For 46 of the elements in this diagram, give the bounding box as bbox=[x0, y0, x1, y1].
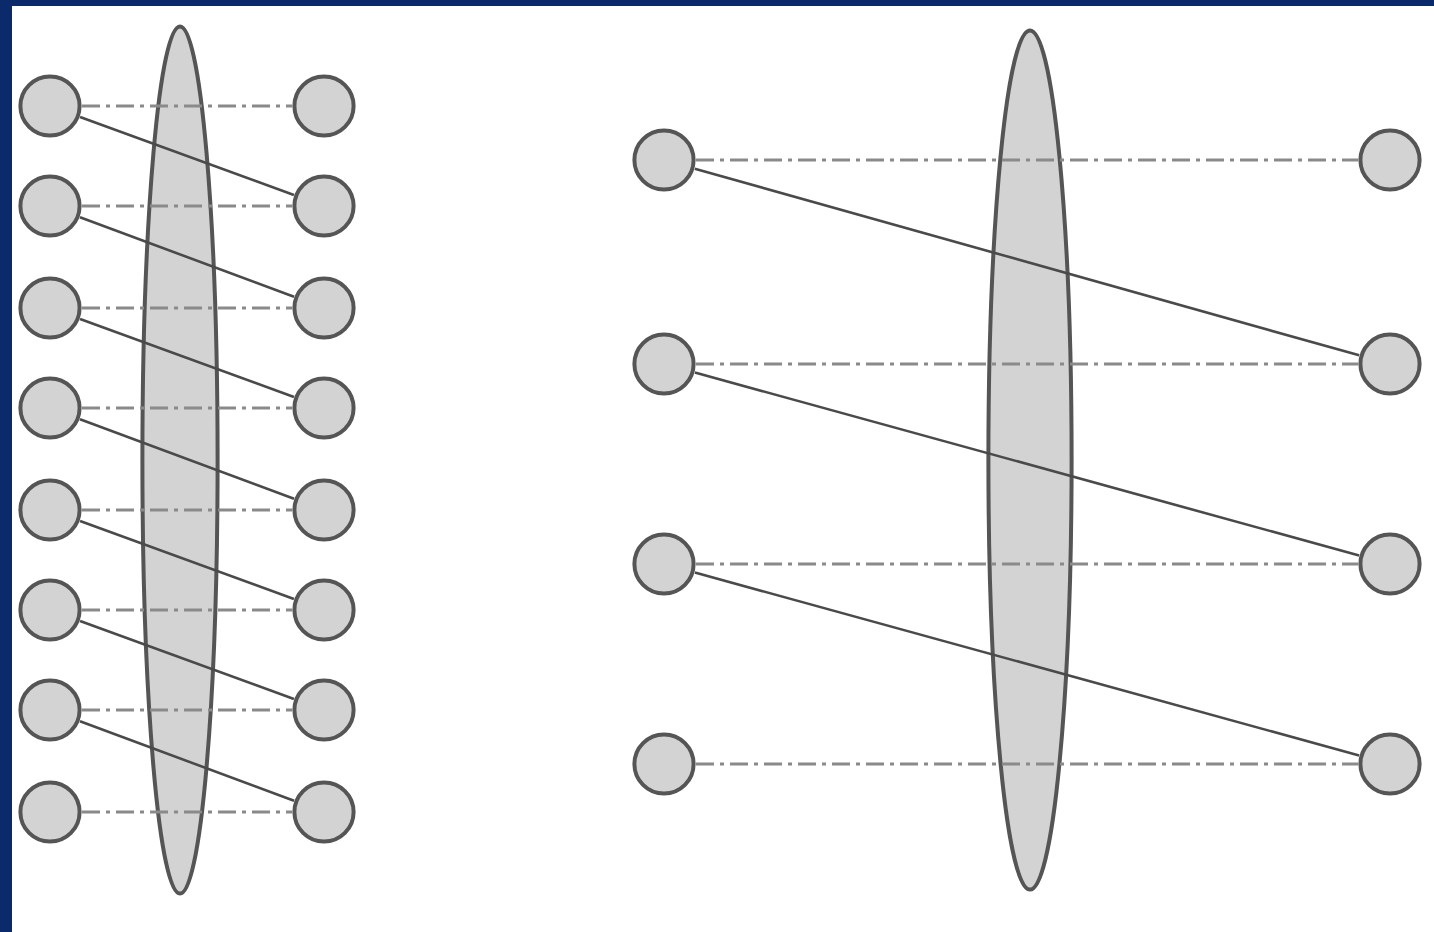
dash-dot-line bbox=[82, 204, 292, 208]
circle-node bbox=[292, 376, 356, 440]
connector-line bbox=[694, 167, 1360, 357]
circle-node bbox=[18, 478, 82, 542]
circle-node bbox=[1358, 732, 1422, 796]
dash-dot-line bbox=[696, 362, 1358, 366]
connector-line bbox=[694, 571, 1360, 757]
circle-node bbox=[18, 780, 82, 844]
connector-line bbox=[79, 719, 295, 803]
dash-dot-line bbox=[696, 762, 1358, 766]
dash-dot-line bbox=[696, 562, 1358, 566]
circle-node bbox=[292, 276, 356, 340]
dash-dot-line bbox=[82, 306, 292, 310]
connector-line bbox=[79, 317, 295, 399]
connector-line bbox=[79, 115, 295, 197]
dash-dot-line bbox=[82, 608, 292, 612]
circle-node bbox=[18, 174, 82, 238]
dash-dot-line bbox=[82, 104, 292, 108]
connector-line bbox=[694, 371, 1360, 557]
circle-node bbox=[18, 276, 82, 340]
circle-node bbox=[292, 678, 356, 742]
dash-dot-line bbox=[82, 810, 292, 814]
circle-node bbox=[1358, 532, 1422, 596]
dash-dot-line bbox=[82, 708, 292, 712]
circle-node bbox=[632, 732, 696, 796]
circle-node bbox=[292, 780, 356, 844]
circle-node bbox=[18, 578, 82, 642]
circle-node bbox=[1358, 128, 1422, 192]
dash-dot-line bbox=[696, 158, 1358, 162]
connector-line bbox=[79, 215, 295, 299]
circle-node bbox=[18, 376, 82, 440]
circle-node bbox=[292, 74, 356, 138]
dash-dot-line bbox=[82, 406, 292, 410]
circle-node bbox=[292, 478, 356, 542]
circle-node bbox=[292, 578, 356, 642]
dash-dot-line bbox=[82, 508, 292, 512]
circle-node bbox=[632, 332, 696, 396]
circle-node bbox=[18, 678, 82, 742]
connector-line bbox=[79, 619, 295, 701]
circle-node bbox=[632, 532, 696, 596]
circle-node bbox=[18, 74, 82, 138]
circle-node bbox=[632, 128, 696, 192]
circle-node bbox=[292, 174, 356, 238]
circle-node bbox=[1358, 332, 1422, 396]
connector-line bbox=[79, 519, 295, 601]
connector-line bbox=[79, 417, 295, 501]
